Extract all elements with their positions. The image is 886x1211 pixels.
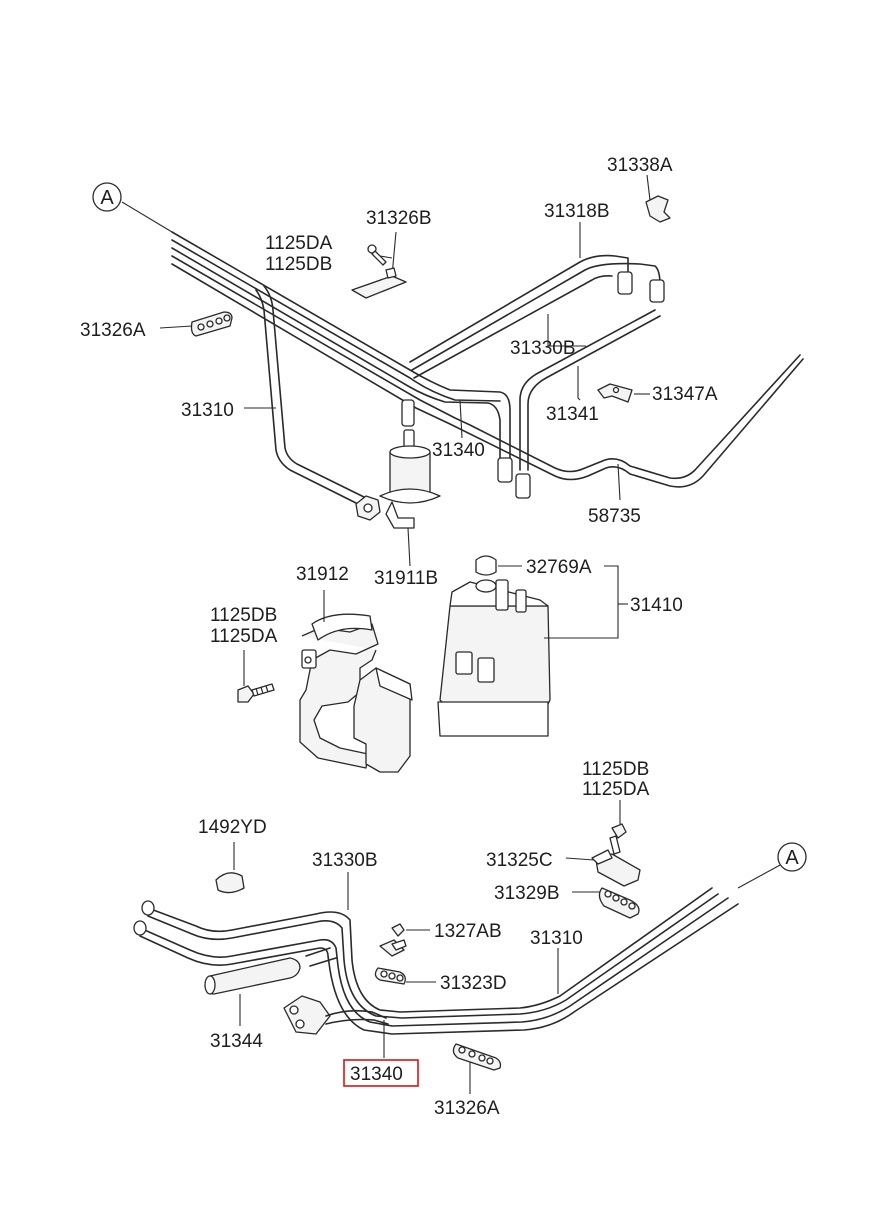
part-label[interactable]: 1125DB — [265, 254, 332, 275]
part-label[interactable]: 1125DB — [210, 605, 277, 626]
part-label[interactable]: 31326B — [366, 208, 432, 229]
part-label[interactable]: 31340 — [432, 440, 485, 461]
pipe-31310-top — [255, 285, 381, 521]
part-label[interactable]: 31912 — [296, 564, 349, 585]
bracket-31347A — [597, 383, 633, 403]
part-label[interactable]: 31330B — [510, 338, 576, 359]
part-label[interactable]: 1125DA — [265, 233, 333, 254]
bolt-middle — [237, 650, 275, 703]
part-label[interactable]: 31347A — [652, 384, 718, 405]
pipe-end-2 — [133, 920, 147, 936]
main-pipe-bundle-top — [121, 201, 804, 488]
part-label-highlighted[interactable]: 31340 — [350, 1064, 403, 1085]
tube-nut-bore — [363, 503, 373, 513]
part-label[interactable]: 1492YD — [198, 817, 267, 838]
hose-connector-1 — [617, 271, 633, 295]
canister-31410 — [437, 555, 628, 737]
return-pipes-31318B — [409, 254, 665, 379]
part-label[interactable]: 31325C — [486, 850, 553, 871]
clip-31338A — [645, 174, 671, 223]
part-label[interactable]: 31344 — [210, 1031, 263, 1052]
clip-31326B — [351, 231, 407, 299]
hose-connector-2 — [649, 279, 665, 303]
part-label[interactable]: 32769A — [526, 557, 592, 578]
hose-connector-3 — [497, 457, 513, 483]
clip-31326A-bottom — [452, 1043, 502, 1094]
highlight-box — [343, 1059, 419, 1087]
bolt-bottom — [609, 800, 627, 855]
nut-1327AB — [391, 923, 430, 937]
part-label[interactable]: 31318B — [544, 201, 610, 222]
clip-31329B — [572, 887, 640, 919]
part-label[interactable]: 31410 — [630, 595, 683, 616]
pipe-end-1 — [141, 900, 155, 916]
hose-connector-4 — [515, 473, 531, 499]
part-label[interactable]: 1125DA — [210, 626, 278, 647]
bolt-top — [367, 244, 387, 266]
part-label[interactable]: 31911B — [374, 568, 438, 589]
leader-lines-top — [244, 222, 650, 501]
part-label[interactable]: 31326A — [434, 1098, 500, 1119]
plug-1492YD — [215, 842, 245, 894]
part-label[interactable]: 31329B — [494, 883, 560, 904]
clip-small-bottom — [379, 939, 407, 957]
part-label[interactable]: 1125DB — [582, 759, 649, 780]
leader-lines-bottom — [347, 872, 559, 994]
main-pipe-bundle-bottom — [133, 863, 783, 1035]
fuel-connector-31340 — [283, 995, 389, 1058]
part-label[interactable]: 1125DA — [582, 779, 650, 800]
part-labels: 31338A 31318B 31326B 1125DA 1125DB 31326… — [80, 155, 718, 1119]
ref-circle-top: A — [92, 182, 122, 212]
part-label[interactable]: 1327AB — [434, 921, 502, 942]
clip-31325C — [565, 849, 641, 887]
part-label[interactable]: 31323D — [440, 973, 507, 994]
clip-31323D — [374, 967, 436, 985]
clip-31326A-top — [159, 311, 233, 337]
part-label[interactable]: 31338A — [607, 155, 673, 176]
part-label[interactable]: 31310 — [530, 928, 583, 949]
fuel-filter — [379, 399, 441, 567]
part-label[interactable]: 31330B — [312, 850, 378, 871]
bracket-31912 — [299, 590, 413, 773]
ref-label-bottom: A — [785, 847, 799, 869]
part-label[interactable]: 31341 — [546, 404, 599, 425]
part-label[interactable]: 31326A — [80, 320, 146, 341]
pipe-31341 — [497, 309, 661, 499]
ref-circle-bottom: A — [777, 842, 807, 872]
part-label[interactable]: 58735 — [588, 506, 641, 527]
hose-31344 — [204, 957, 301, 1026]
part-label[interactable]: 31310 — [181, 400, 234, 421]
ref-label-top: A — [100, 187, 114, 209]
